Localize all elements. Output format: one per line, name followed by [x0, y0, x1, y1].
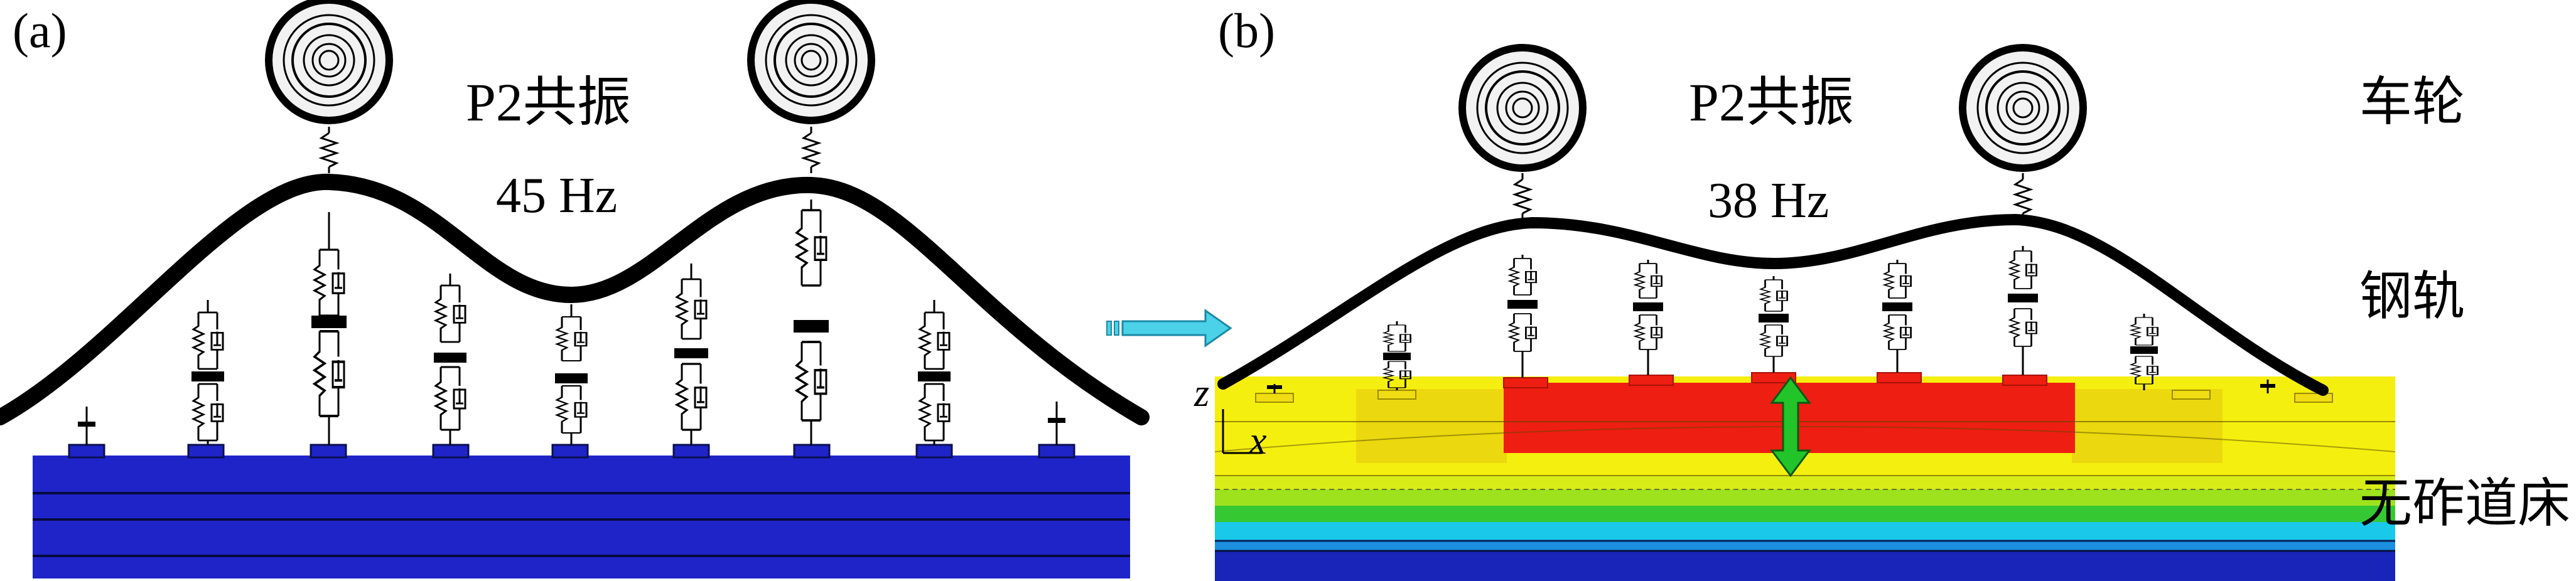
sleeper-pads-a: [68, 444, 1075, 459]
panel-b: [1215, 48, 2395, 581]
fastener-a-2: [191, 300, 224, 445]
rail-a: [0, 173, 1150, 425]
fastener-a-5: [555, 304, 588, 445]
sleeper-pads-b: [1255, 390, 2333, 403]
rail-b: [1217, 213, 2329, 396]
fastener-a-3: [311, 212, 347, 445]
fastener-b-9: [2260, 380, 2275, 393]
slab-b-contour: [1215, 376, 2395, 581]
fastener-b-4: [1633, 260, 1663, 375]
spring-icon: [1514, 172, 1531, 221]
sleeper-pads-b-red: [1503, 372, 2047, 388]
panel-b-resonance-label: P2共振: [1689, 72, 1854, 132]
fastener-a-8: [918, 300, 951, 445]
axis-marker: [1222, 409, 1262, 454]
legend-wheel-label: 车轮: [2359, 71, 2466, 132]
fastener-b-8: [2130, 314, 2158, 390]
double-arrow-icon: [1770, 376, 1811, 477]
spring-icon: [320, 125, 338, 174]
wheel-icon: [269, 0, 389, 120]
fastener-b-1: [1267, 384, 1282, 393]
fastener-a-6: [674, 264, 708, 445]
wheel-icon: [1963, 48, 2083, 168]
legend-slab-label: 无砟道床: [2359, 472, 2571, 534]
spring-icon: [2014, 172, 2032, 221]
fastener-a-7: [794, 200, 829, 445]
axis-x-label: x: [1249, 420, 1267, 462]
fastener-b-2: [1382, 321, 1411, 390]
slab-a: [33, 456, 1130, 578]
panel-a-resonance-label: P2共振: [466, 72, 631, 132]
panel-a-label: (a): [13, 3, 67, 58]
panel-a-frequency-label: 45 Hz: [496, 168, 618, 223]
panel-b-label: (b): [1218, 3, 1275, 58]
fastener-a-4: [434, 274, 466, 445]
fastener-b-5: [1759, 276, 1789, 373]
fastener-a-9: [1048, 402, 1065, 445]
arrow-right-icon: [1106, 309, 1232, 348]
spring-icon: [802, 125, 820, 174]
legend-rail-label: 钢轨: [2359, 265, 2466, 327]
fastener-b-6: [1882, 260, 1912, 373]
wheel-icon: [751, 0, 871, 120]
panel-a: [0, 0, 1150, 578]
fastener-b-7: [2008, 246, 2038, 375]
fastener-a-1: [78, 407, 95, 445]
wheel-icon: [1462, 48, 1583, 168]
panel-b-frequency-label: 38 Hz: [1708, 173, 1830, 228]
axis-z-label: z: [1194, 372, 1210, 415]
fastener-b-3: [1507, 255, 1538, 378]
